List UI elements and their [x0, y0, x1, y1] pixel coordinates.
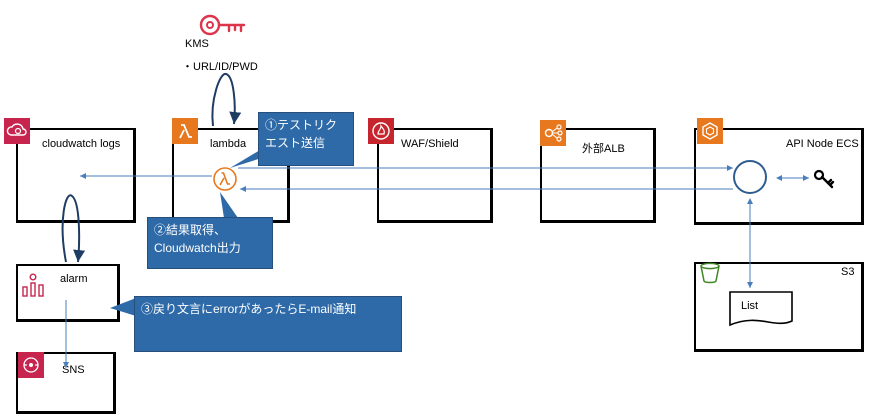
sns-icon — [18, 352, 44, 378]
api-node-circle — [733, 160, 767, 194]
kms-label: KMS — [185, 38, 209, 50]
s3-bucket-icon — [697, 260, 723, 286]
s3-label: S3 — [841, 266, 855, 278]
callout-result-output-line2: Cloudwatch出力 — [154, 241, 241, 255]
black-key-icon — [812, 165, 838, 195]
callout-test-request: ①テストリク エスト送信 — [258, 112, 354, 166]
callout-result-output-line1: ②結果取得、 — [154, 223, 227, 237]
lambda-label: lambda — [210, 138, 247, 150]
callout-2-pointer — [200, 190, 240, 220]
lambda-icon — [172, 118, 198, 144]
alarm-icon — [20, 272, 46, 298]
kms-note: ・URL/ID/PWD — [182, 61, 258, 73]
callout-error-email-text: ③戻り文言にerrorがあったらE-mail通知 — [141, 302, 357, 316]
callout-test-request-line1: ①テストリク — [265, 118, 338, 132]
callout-3-pointer — [108, 296, 148, 322]
ecs-icon — [697, 118, 723, 144]
callout-error-email: ③戻り文言にerrorがあったらE-mail通知 — [134, 296, 402, 352]
lambda-small-icon — [212, 166, 238, 192]
lambda-kms-loop-arrow — [211, 73, 242, 127]
cloudwatch-logs-label: cloudwatch logs — [42, 138, 121, 150]
cloudwatch-icon — [4, 118, 30, 144]
callout-test-request-line2: エスト送信 — [265, 136, 326, 150]
cloudwatch-to-alarm-arrow — [61, 194, 86, 263]
s3-box[interactable] — [694, 262, 864, 352]
ecs-label: API Node ECS — [786, 138, 859, 150]
alb-label: 外部ALB — [582, 143, 625, 155]
waf-shield-label: WAF/Shield — [401, 138, 459, 150]
alarm-label: alarm — [60, 273, 88, 285]
waf-icon — [368, 118, 394, 144]
list-document — [729, 291, 795, 329]
list-label: List — [741, 300, 759, 312]
waf-shield-box[interactable] — [377, 128, 493, 223]
kms-key-icon — [198, 12, 248, 38]
elb-icon — [540, 120, 566, 146]
callout-result-output: ②結果取得、 Cloudwatch出力 — [147, 217, 273, 269]
